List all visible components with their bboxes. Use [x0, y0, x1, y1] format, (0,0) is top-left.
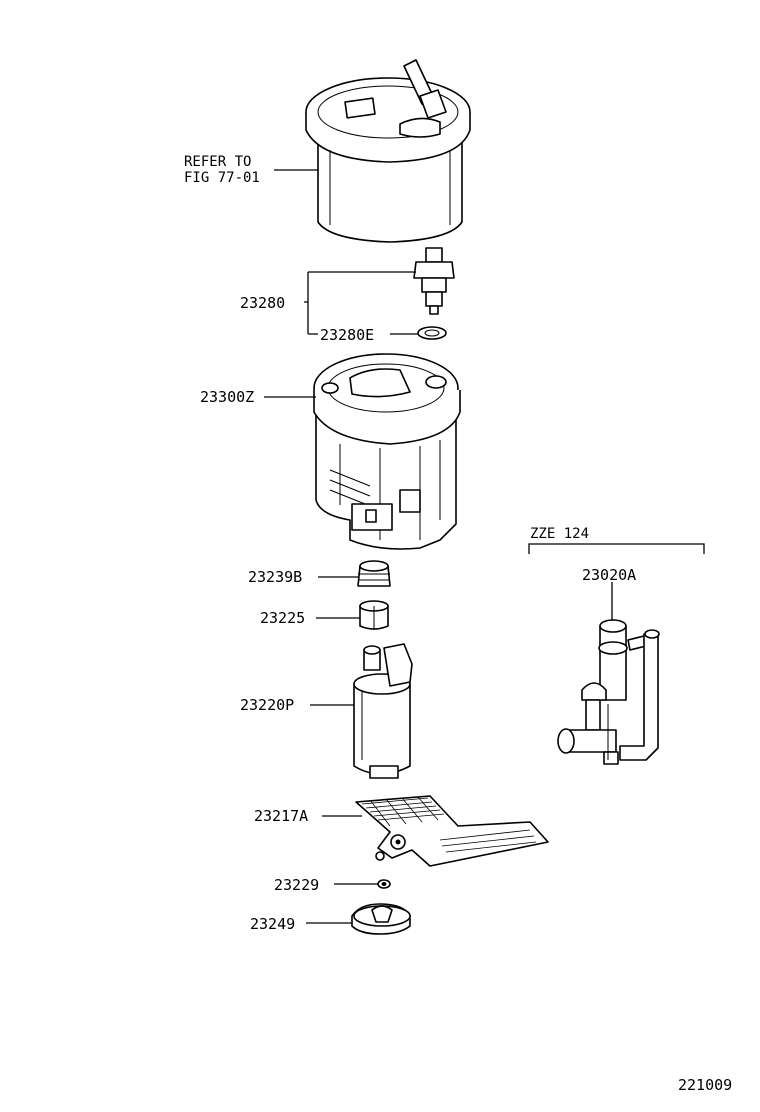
part-label-23217a: 23217A: [254, 807, 308, 825]
part-label-23280: 23280: [240, 294, 285, 312]
fuel-filter-housing-part: [313, 353, 461, 550]
group-label-zze124: ZZE 124: [530, 526, 589, 542]
figure-number: 221009: [678, 1076, 732, 1094]
grommet-part: [357, 560, 391, 587]
leader-lines: [264, 169, 705, 924]
fuel-tube-assembly-part: [557, 619, 660, 765]
clip-part: [377, 879, 391, 889]
cushion-part: [359, 600, 389, 630]
part-label-23220p: 23220P: [240, 696, 294, 714]
part-label-23225: 23225: [260, 609, 305, 627]
retainer-part: [351, 903, 411, 935]
fuel-pump-bracket-top-part: [305, 59, 471, 243]
fuel-pump-part: [353, 643, 413, 779]
part-label-23239b: 23239B: [248, 568, 302, 586]
refer-to-label-line2: FIG 77-01: [184, 170, 260, 186]
part-label-23300z: 23300Z: [200, 388, 254, 406]
pressure-regulator-part: [413, 247, 455, 340]
part-label-23280e: 23280E: [320, 326, 374, 344]
part-label-23020a: 23020A: [582, 566, 636, 584]
part-label-23229: 23229: [274, 876, 319, 894]
refer-to-label-line1: REFER TO: [184, 154, 251, 170]
part-label-23249: 23249: [250, 915, 295, 933]
suction-filter-part: [355, 795, 549, 867]
